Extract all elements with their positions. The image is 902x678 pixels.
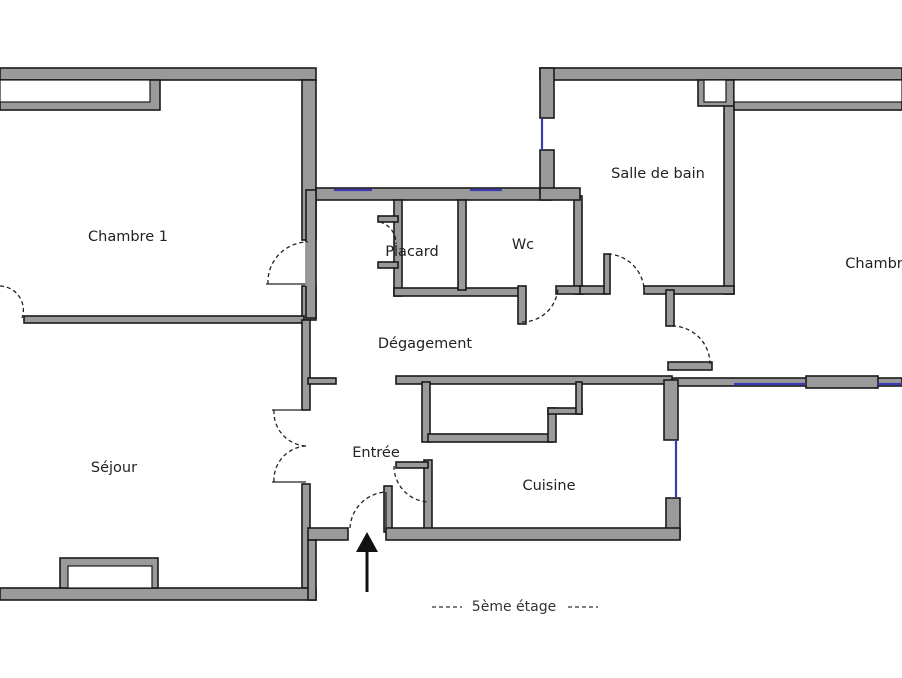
room-label-salle-de-bain: Salle de bain: [611, 166, 705, 182]
wall-entree-right-top: [395, 461, 429, 469]
wall-bath-bottom: [643, 285, 735, 295]
wall-deg-right-upper: [665, 289, 675, 327]
door-placard-arc: [379, 221, 397, 245]
chambre2-niche-inner: [733, 79, 902, 103]
door-chambre1-left-arc: [0, 285, 25, 319]
wall-chambre1-sejour: [23, 315, 305, 324]
room-label-degagement: Dégagement: [378, 336, 473, 352]
wall-bath-right: [723, 79, 735, 295]
wall-top-left: [0, 67, 317, 81]
door-kitchen-arc: [393, 465, 429, 503]
walls: [0, 67, 902, 601]
wall-bath-top: [539, 67, 902, 81]
wall-wc-right: [573, 195, 583, 295]
wall-bottom-step: [307, 527, 349, 541]
wall-corridor-left: [305, 189, 317, 319]
wall-right-sejour: [301, 319, 311, 411]
wall-entree-right: [423, 459, 433, 531]
wall-bath-door-stub: [603, 253, 611, 295]
door-sejour-arc-top: [273, 409, 307, 447]
floor-label: 5ème étage: [472, 599, 556, 615]
room-label-sejour: Séjour: [91, 460, 137, 476]
wall-kitchen-right-upper: [663, 379, 679, 441]
floor-indicator: 5ème étage: [432, 599, 598, 615]
arrow-up-icon: [356, 532, 378, 592]
bath-niche-inner: [703, 79, 727, 103]
wall-kitchen-cab-left: [421, 381, 431, 443]
wall-wc-stub: [517, 285, 527, 325]
room-label-wc: Wc: [512, 237, 534, 253]
wall-wc-left: [457, 199, 467, 291]
wall-bottom-right: [385, 527, 681, 541]
door-chambre2-arc: [671, 325, 711, 365]
room-label-chambre1: Chambre 1: [88, 229, 168, 245]
room-label-placard: Placard: [385, 244, 438, 260]
room-label-chambre2: Chambr: [845, 256, 902, 272]
door-sejour-arc-bottom: [273, 445, 307, 483]
wall-chambre2-block: [805, 375, 879, 389]
room-labels: Chambre 1 Séjour Placard Wc Salle de bai…: [88, 166, 902, 494]
niche-bottom-inner: [67, 565, 153, 589]
room-label-entree: Entrée: [352, 445, 400, 461]
door-chambre1-arc: [267, 241, 309, 285]
doors: [0, 221, 711, 530]
wall-bottom-left: [0, 587, 317, 601]
wall-deg-bottom: [395, 375, 673, 385]
door-bath-arc: [607, 253, 645, 289]
wall-bath-bottom-left: [579, 285, 607, 295]
wall-entree-inner: [383, 485, 393, 533]
wall-kitchen-cab-bottom: [427, 433, 553, 443]
wall-deg-left-stub: [307, 377, 337, 385]
wall-placard-shelf1: [377, 215, 399, 223]
wall-kitchen-cab-right: [575, 381, 583, 415]
room-label-cuisine: Cuisine: [522, 478, 575, 494]
niche-top-left-inner: [0, 79, 151, 103]
door-wc-arc: [521, 287, 559, 323]
wall-bottom-step-v: [307, 539, 317, 601]
door-entrance-arc: [349, 491, 387, 529]
wall-deg-right-stub: [667, 361, 713, 371]
wall-placard-shelf2: [377, 261, 399, 269]
wall-bath-left: [539, 67, 555, 119]
wall-bath-step: [539, 187, 581, 201]
windows: [334, 118, 902, 498]
